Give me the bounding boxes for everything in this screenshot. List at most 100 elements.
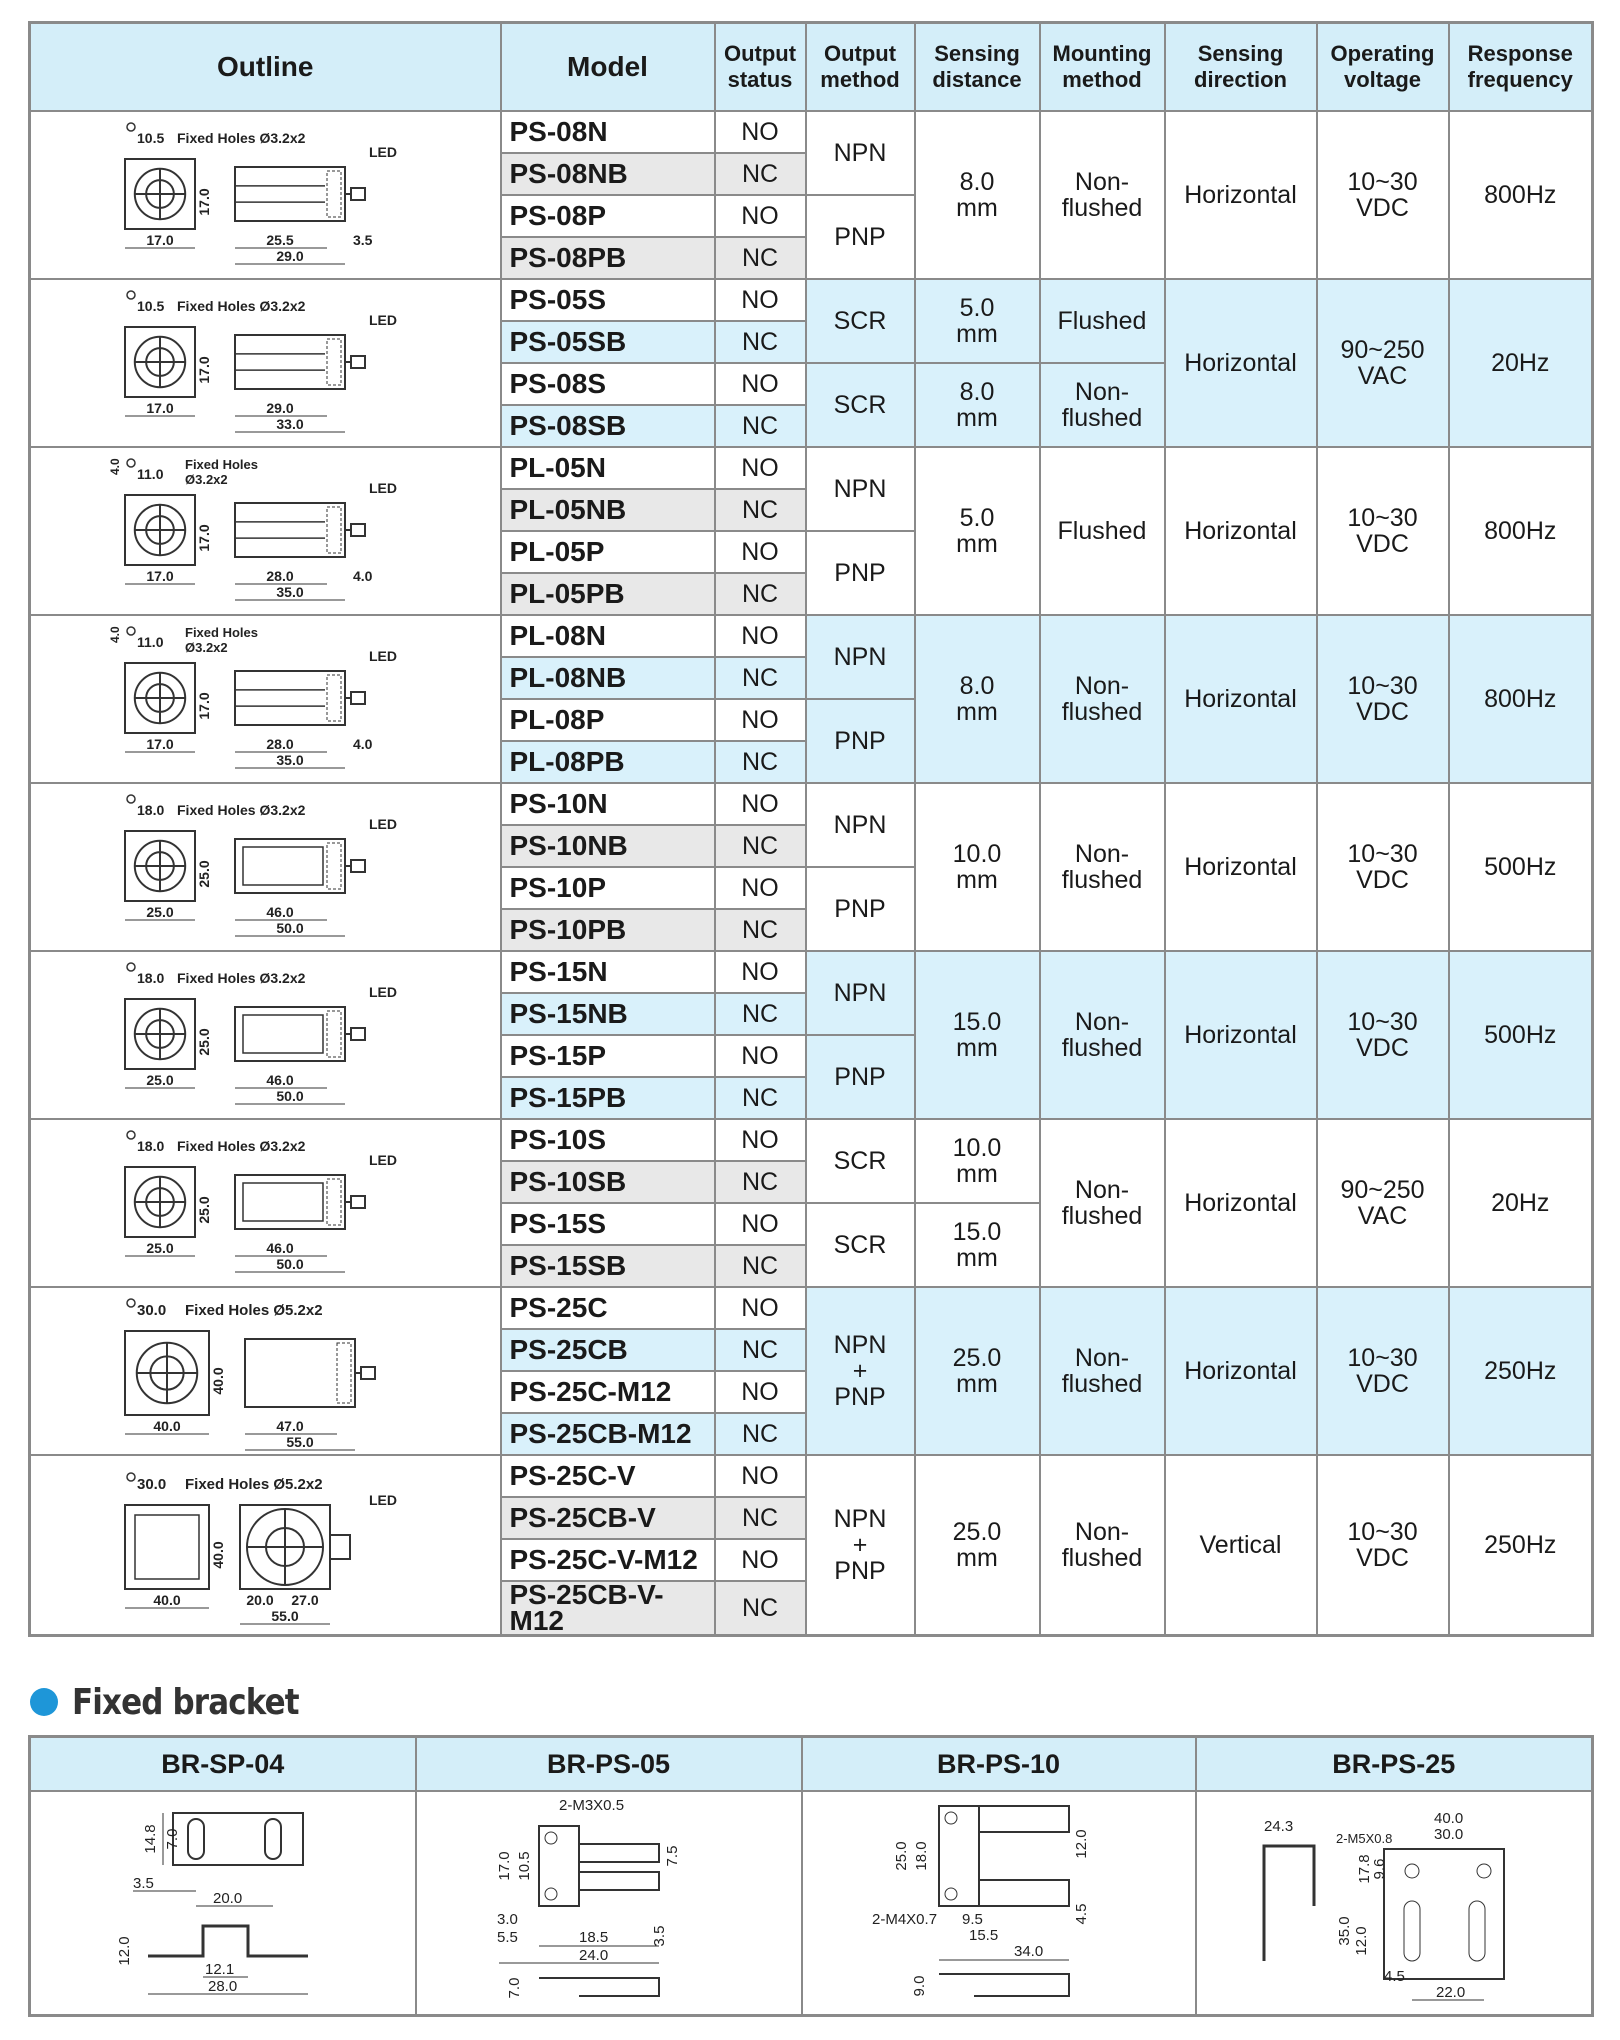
output-status-cell: NC xyxy=(713,908,807,952)
output-method-cell: NPN xyxy=(804,446,916,532)
model-cell: PS-05S xyxy=(499,278,716,322)
model-cell: PS-15SB xyxy=(499,1244,716,1288)
dim-label: 24.3 xyxy=(1264,1818,1293,1835)
dimension-label: 10.5 xyxy=(137,130,164,146)
mounting-method-cell: Flushed xyxy=(1038,278,1166,364)
sensing-direction-cell: Horizontal xyxy=(1163,1286,1318,1456)
dim-label: 9.0 xyxy=(911,1975,928,1996)
dim-label: 3.5 xyxy=(133,1875,154,1892)
output-status-cell: NC xyxy=(713,1496,807,1540)
dim-label: 18.5 xyxy=(579,1929,608,1946)
dimension-label: 35.0 xyxy=(277,752,304,768)
bracket-table: BR-SP-04 BR-PS-05 BR-PS-10 BR-PS-25 14.8… xyxy=(28,1735,1594,2017)
bracket-ps25-drawing: 24.3 40.0 30.0 2-M5X0.8 17.8 9.6 35.0 12… xyxy=(1262,1810,1505,2001)
output-status-cell: NC xyxy=(713,236,807,280)
output-method-cell: NPN xyxy=(804,614,916,700)
model-cell: PL-05NB xyxy=(499,488,716,532)
dim-label: 9.6 xyxy=(1371,1858,1388,1879)
model-cell: PS-08NB xyxy=(499,152,716,196)
dim-label: 12.0 xyxy=(1073,1829,1090,1858)
dimension-label: Fixed Holes Ø5.2x2 xyxy=(185,1476,323,1493)
dimension-label: Fixed Holes Ø3.2x2 xyxy=(177,1138,306,1154)
dim-label: 7.0 xyxy=(506,1977,523,1998)
dimension-label: 55.0 xyxy=(272,1608,299,1624)
dimension-label: 18.0 xyxy=(137,1138,164,1154)
output-method-cell: PNP xyxy=(804,698,916,784)
output-status-cell: NO xyxy=(713,194,807,238)
dim-label: 2-M5X0.8 xyxy=(1336,1831,1392,1846)
led-label: LED xyxy=(369,312,397,328)
dimension-label: Ø3.2x2 xyxy=(185,472,228,487)
dimension-label: 11.0 xyxy=(137,466,164,482)
header-model: Model xyxy=(499,21,716,112)
output-method-cell: SCR xyxy=(804,362,916,448)
dimension-label: 30.0 xyxy=(137,1302,166,1319)
mounting-method-cell: Non-flushed xyxy=(1038,782,1166,952)
output-status-cell: NC xyxy=(713,1412,807,1456)
sensing-direction-cell: Vertical xyxy=(1163,1454,1318,1637)
dimension-label: 17.0 xyxy=(147,400,174,416)
dim-label: 20.0 xyxy=(213,1890,242,1907)
dimension-label: 18.0 xyxy=(137,970,164,986)
bracket-drawing-br-ps-25: 24.3 40.0 30.0 2-M5X0.8 17.8 9.6 35.0 12… xyxy=(1194,1790,1594,2017)
dimension-label: 4.0 xyxy=(108,458,122,475)
output-status-cell: NO xyxy=(713,1454,807,1498)
response-frequency-cell: 20Hz xyxy=(1447,1118,1594,1288)
model-cell: PS-10SB xyxy=(499,1160,716,1204)
output-status-cell: NC xyxy=(713,992,807,1036)
model-cell: PL-05N xyxy=(499,446,716,490)
bracket-drawing-br-sp-04: 14.8 7.0 3.5 20.0 12.0 12.1 28.0 xyxy=(28,1790,417,2017)
output-status-cell: NO xyxy=(713,362,807,406)
dimension-label: 11.0 xyxy=(137,634,164,650)
output-method-cell: PNP xyxy=(804,866,916,952)
model-cell: PS-25CB-V xyxy=(499,1496,716,1540)
model-cell: PS-15S xyxy=(499,1202,716,1246)
dimension-label: 17.0 xyxy=(196,356,212,383)
dim-label: 2-M4X0.7 xyxy=(872,1911,937,1928)
model-cell: PS-10P xyxy=(499,866,716,910)
model-cell: PS-25C xyxy=(499,1286,716,1330)
model-cell: PL-05P xyxy=(499,530,716,574)
led-label: LED xyxy=(369,816,397,832)
dimension-label: 17.0 xyxy=(196,692,212,719)
model-cell: PS-15P xyxy=(499,1034,716,1078)
output-method-cell: PNP xyxy=(804,194,916,280)
dimension-label: 46.0 xyxy=(267,1072,294,1088)
dim-label: 14.8 xyxy=(142,1824,159,1853)
output-method-cell: PNP xyxy=(804,1034,916,1120)
dimension-label: 29.0 xyxy=(277,248,304,264)
dimension-label: 30.0 xyxy=(137,1476,166,1493)
dim-label: 3.0 xyxy=(497,1911,518,1928)
dimension-label: 28.0 xyxy=(267,568,294,584)
sensing-direction-cell: Horizontal xyxy=(1163,278,1318,448)
dimension-label: Fixed Holes Ø3.2x2 xyxy=(177,298,306,314)
